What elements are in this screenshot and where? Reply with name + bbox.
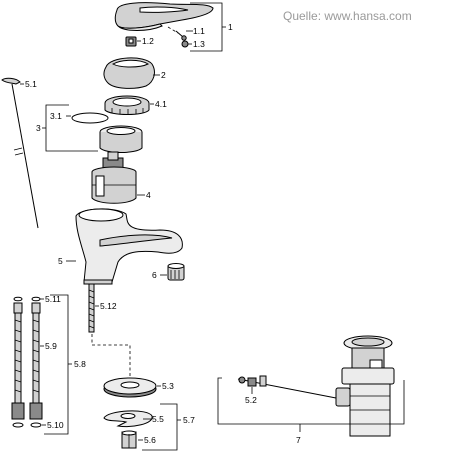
label-6: 6 xyxy=(152,270,157,280)
aerator xyxy=(167,263,185,281)
threaded-nut xyxy=(99,125,143,153)
flex-hose-right xyxy=(29,296,43,428)
washer-1-3 xyxy=(181,40,189,48)
label-5-10: 5.10 xyxy=(47,420,64,430)
label-3: 3 xyxy=(36,123,41,133)
leader-handle-screw xyxy=(167,26,179,34)
knurled-ring xyxy=(104,95,150,115)
pivot-rod xyxy=(237,375,337,399)
label-3-1: 3.1 xyxy=(50,111,62,121)
label-5-6: 5.6 xyxy=(144,435,156,445)
flex-hose-left xyxy=(11,296,25,428)
label-5-11: 5.11 xyxy=(45,294,61,304)
lever-handle xyxy=(114,2,214,31)
label-5-7: 5.7 xyxy=(183,415,195,425)
o-ring-3-1 xyxy=(71,112,109,124)
label-5: 5 xyxy=(58,256,63,266)
pop-up-waste xyxy=(335,335,395,437)
assembly-dashed-line xyxy=(91,334,131,378)
base-plate xyxy=(103,377,157,398)
hex-nut xyxy=(121,430,137,449)
mixer-body xyxy=(75,208,183,285)
bracket-5-7 xyxy=(142,403,178,451)
label-2: 2 xyxy=(161,70,166,80)
lift-rod xyxy=(1,77,39,229)
label-7: 7 xyxy=(296,435,301,445)
label-5-8: 5.8 xyxy=(74,359,86,369)
screw-1-1 xyxy=(175,30,187,41)
label-4: 4 xyxy=(146,190,151,200)
label-5-1: 5.1 xyxy=(25,79,37,89)
label-5-2: 5.2 xyxy=(245,395,257,405)
label-5-5: 5.5 xyxy=(152,414,164,424)
ceramic-cartridge xyxy=(91,151,137,204)
source-credit: Quelle: www.hansa.com xyxy=(283,9,412,23)
bracket-7 xyxy=(217,377,405,425)
dome-cover xyxy=(103,57,155,89)
threaded-stud xyxy=(88,283,95,333)
label-4-1: 4.1 xyxy=(155,99,167,109)
label-1-2: 1.2 xyxy=(142,36,154,46)
label-1-1: 1.1 xyxy=(193,26,205,36)
handle-cap-1-2 xyxy=(125,36,137,47)
bracket-5-8 xyxy=(44,294,69,435)
label-5-9: 5.9 xyxy=(45,341,57,351)
label-5-12: 5.12 xyxy=(100,301,117,311)
label-5-3: 5.3 xyxy=(162,381,174,391)
label-1-3: 1.3 xyxy=(193,39,205,49)
label-1: 1 xyxy=(228,22,233,32)
horseshoe-washer xyxy=(103,410,153,427)
